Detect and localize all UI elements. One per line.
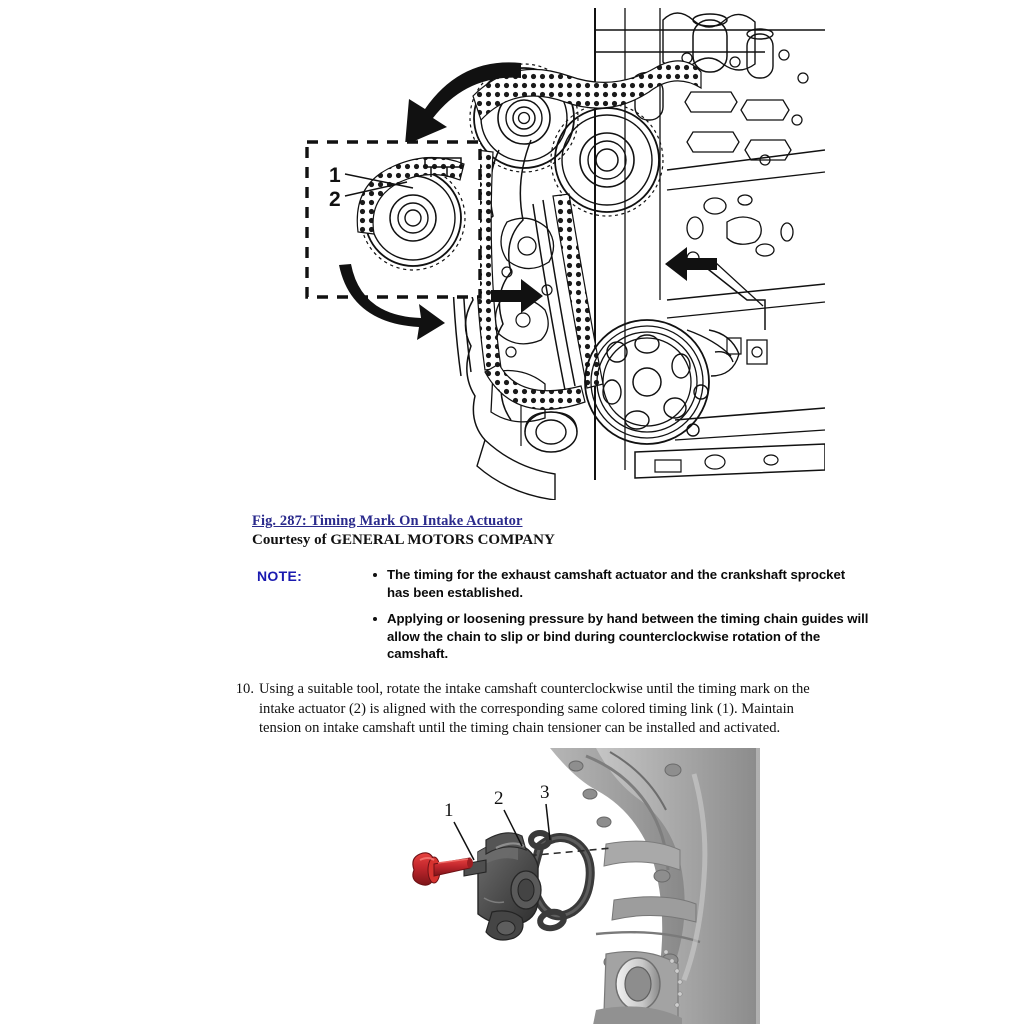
crankshaft-pulley [584, 319, 710, 445]
sensor-mounting-bolt [412, 852, 473, 886]
camshaft-position-sensor [463, 832, 542, 941]
pointer-arrows [491, 247, 717, 313]
fig287-callout-2: 2 [329, 188, 341, 211]
engine-block-outline [594, 8, 825, 480]
figure-lower-callout-3: 3 [540, 782, 550, 803]
note-bullet-item: The timing for the exhaust camshaft actu… [370, 566, 870, 601]
lower-figure-leader-lines [453, 803, 551, 861]
ccw-rotation-arrow [339, 264, 445, 340]
assembly-centerline [481, 847, 613, 861]
figure-lower-image: 1 2 3 [400, 748, 760, 1024]
figure-287-image: 1 2 [295, 0, 825, 500]
note-bullet-list: The timing for the exhaust camshaft actu… [370, 566, 870, 672]
figure-287-caption: Fig. 287: Timing Mark On Intake Actuator… [252, 512, 872, 549]
note-label: NOTE: [257, 568, 303, 584]
figure-287-link[interactable]: Fig. 287: Timing Mark On Intake Actuator [252, 513, 523, 529]
timing-chain [472, 60, 702, 410]
note-bullet-item: Applying or loosening pressure by hand b… [370, 610, 870, 663]
engine-front-cover-casting [550, 748, 760, 1024]
step-text: Using a suitable tool, rotate the intake… [259, 681, 810, 736]
crankshaft-bore-detail [593, 949, 683, 1024]
fig287-callout-1: 1 [329, 164, 341, 187]
figure-lower-callout-2: 2 [494, 788, 504, 809]
procedure-step-10: 10. Using a suitable tool, rotate the in… [228, 680, 828, 739]
figure-lower-callout-1: 1 [444, 800, 454, 821]
detail-intake-actuator [339, 156, 466, 340]
step-number: 10. [235, 681, 254, 697]
rotation-callout-arrow [405, 62, 521, 145]
figure-287-courtesy: Courtesy of GENERAL MOTORS COMPANY [252, 532, 555, 548]
